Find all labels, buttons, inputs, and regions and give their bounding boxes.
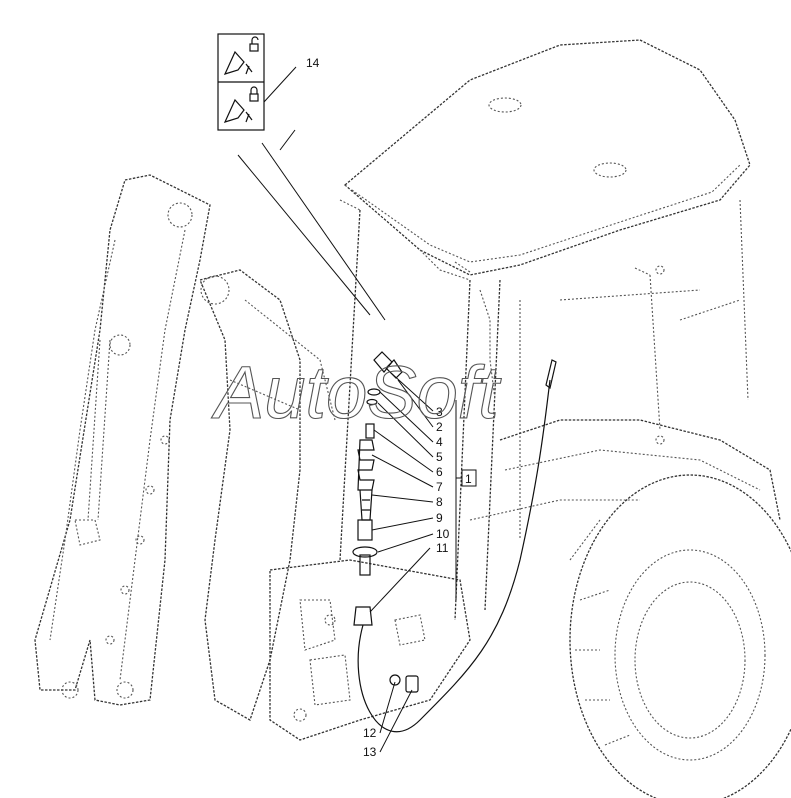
leader-lines [263, 66, 434, 753]
callout-10: 10 [436, 527, 450, 541]
callout-9: 9 [436, 511, 443, 525]
callout-14: 14 [306, 56, 320, 70]
callout-12: 12 [363, 726, 377, 740]
callout-5: 5 [436, 450, 443, 464]
decal-lock-icon [223, 86, 259, 123]
callout-8: 8 [436, 495, 443, 509]
callout-13: 13 [363, 745, 377, 759]
decal-plate [217, 33, 265, 131]
decal-unlock-icon [223, 36, 259, 75]
watermark-text: AutoSoft [211, 351, 502, 434]
callout-4: 4 [436, 435, 443, 449]
lock-lever-assembly [352, 351, 557, 733]
callout-1: 1 [465, 472, 472, 486]
callout-3: 3 [436, 405, 443, 419]
callout-6: 6 [436, 465, 443, 479]
callout-labels: 1 2 3 4 5 6 7 8 9 10 11 12 13 14 [306, 56, 477, 759]
callout-7: 7 [436, 480, 443, 494]
callout-box-1 [461, 469, 477, 487]
callout-2: 2 [436, 420, 443, 434]
callout-11: 11 [436, 541, 449, 555]
backhoe-machine-outline [34, 39, 791, 798]
